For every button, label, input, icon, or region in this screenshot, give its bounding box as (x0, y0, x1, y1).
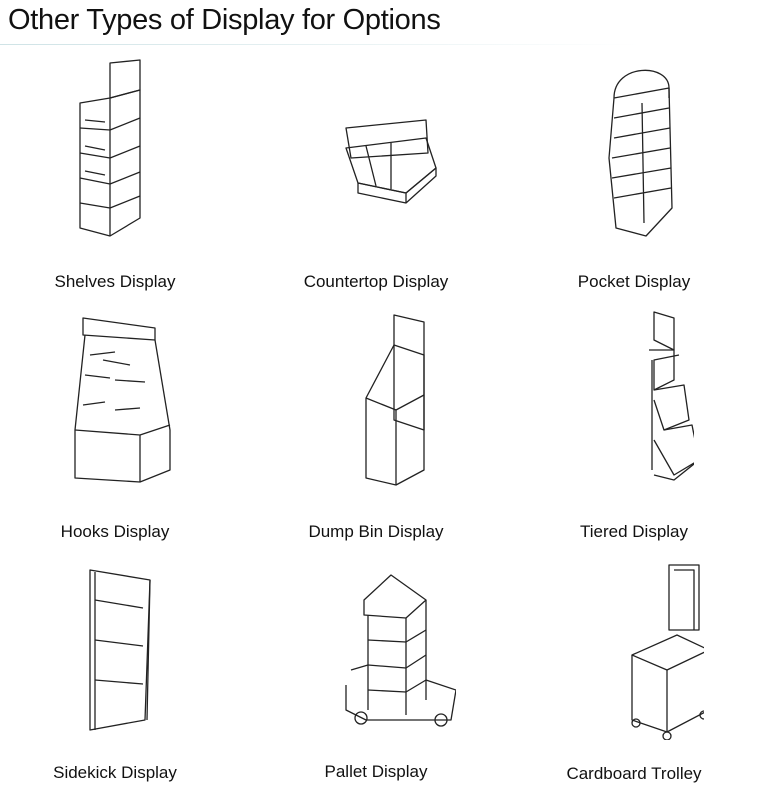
pallet-display-icon (345, 574, 456, 727)
item-label: Hooks Display (60, 522, 170, 541)
title-divider (0, 44, 640, 45)
pocket-display-card: Pocket Display (509, 58, 759, 291)
shelves-display-icon (79, 59, 141, 237)
tiered-display-card: Tiered Display (509, 310, 759, 541)
shelves-display-card: Shelves Display (0, 58, 240, 291)
dump-bin-display-icon (365, 314, 425, 486)
item-label: Cardboard Trolley (566, 764, 702, 783)
hooks-display-card: Hooks Display (0, 310, 240, 541)
hooks-display-icon (74, 317, 171, 483)
cardboard-trolley-card: Cardboard Trolley (509, 560, 759, 783)
item-label: Pallet Display (324, 762, 428, 781)
sidekick-display-card: Sidekick Display (0, 560, 240, 782)
item-label: Dump Bin Display (308, 522, 444, 541)
countertop-display-card: Countertop Display (251, 58, 501, 291)
cardboard-trolley-icon (631, 564, 704, 740)
pallet-display-card: Pallet Display (251, 560, 501, 781)
page-title: Other Types of Display for Options (8, 4, 441, 36)
item-label: Countertop Display (303, 272, 449, 291)
tiered-display-icon (649, 311, 694, 481)
pocket-display-icon (608, 69, 673, 237)
sidekick-display-icon (89, 569, 151, 731)
item-label: Shelves Display (54, 272, 176, 291)
item-label: Pocket Display (577, 272, 691, 291)
item-label: Sidekick Display (53, 763, 177, 782)
item-label: Tiered Display (579, 522, 689, 541)
dump-bin-display-card: Dump Bin Display (251, 310, 501, 541)
countertop-display-icon (345, 119, 437, 204)
